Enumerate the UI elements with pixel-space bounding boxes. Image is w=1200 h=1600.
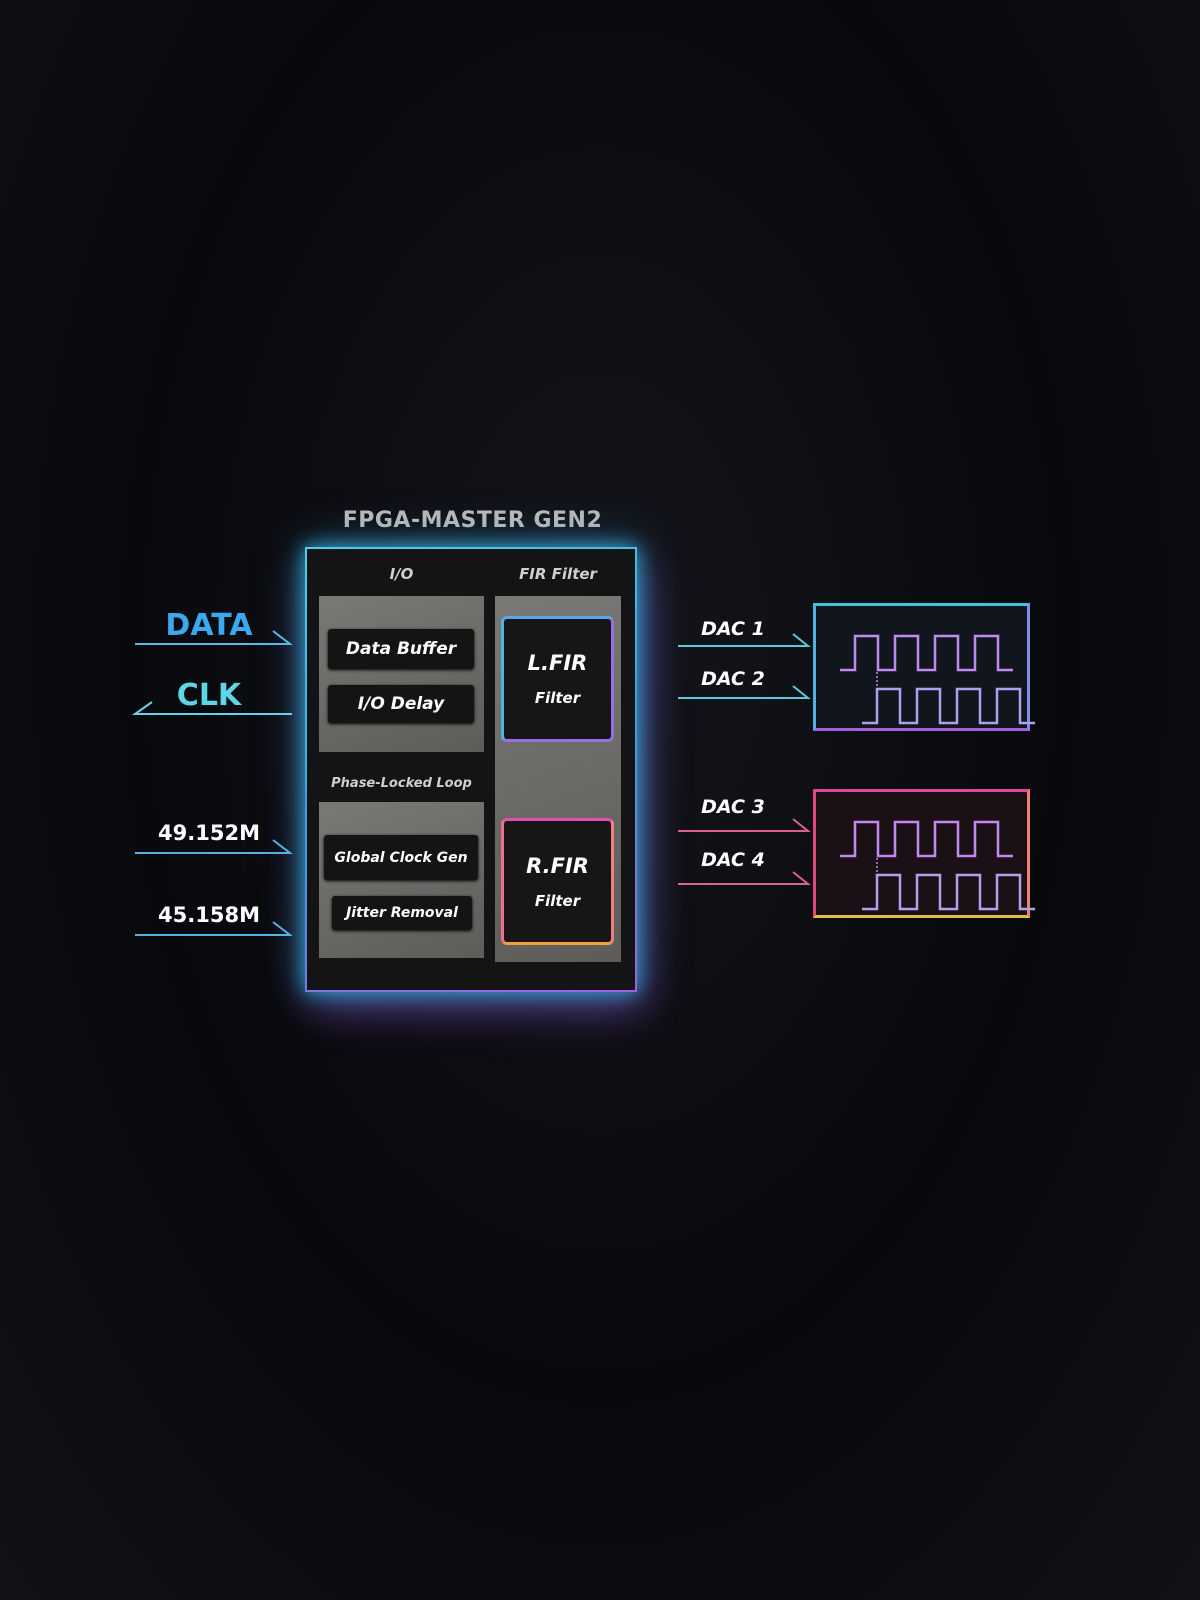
right-fir-name: R.FIR — [526, 853, 589, 878]
dac4-line — [678, 871, 811, 885]
dac3-waveform — [840, 820, 1013, 858]
pll-label: Phase-Locked Loop — [331, 776, 472, 791]
waveform-box-dac34 — [813, 789, 1030, 918]
freq-45-label: 45.158M — [158, 903, 260, 927]
fir-column-label: FIR Filter — [519, 565, 597, 583]
dac1-line — [678, 633, 811, 647]
io-panel — [319, 596, 484, 752]
pll-panel — [319, 802, 484, 958]
freq-49-label: 49.152M — [158, 821, 260, 845]
dac1-label: DAC 1 — [701, 618, 765, 640]
data-buffer-block: Data Buffer — [328, 629, 474, 669]
global-clock-gen-block: Global Clock Gen — [324, 835, 478, 880]
chip-title: FPGA-MASTER GEN2 — [342, 508, 603, 533]
dac3-label: DAC 3 — [701, 796, 765, 818]
clk-line — [131, 701, 292, 715]
left-fir-name: L.FIR — [527, 651, 588, 675]
dac1-waveform — [840, 634, 1013, 672]
waveform-box-dac12 — [813, 603, 1030, 731]
jitter-removal-block: Jitter Removal — [332, 896, 472, 930]
dac2-label: DAC 2 — [701, 668, 765, 690]
dac3-line — [678, 818, 811, 832]
dac4-label: DAC 4 — [701, 849, 765, 871]
left-fir-sub: Filter — [534, 689, 581, 707]
io-column-label: I/O — [389, 565, 414, 583]
data-line — [135, 630, 293, 645]
dac4-waveform — [862, 873, 1035, 911]
dac2-line — [678, 685, 811, 699]
io-delay-block: I/O Delay — [328, 685, 474, 723]
left-fir-block: L.FIR Filter — [501, 616, 614, 742]
dac2-waveform — [862, 687, 1035, 725]
clk-input-label: CLK — [176, 678, 242, 713]
freq-49-line — [135, 839, 293, 854]
right-fir-sub: Filter — [534, 891, 581, 910]
right-fir-block: R.FIR Filter — [501, 818, 614, 945]
data-input-label: DATA — [165, 608, 253, 643]
freq-45-line — [135, 921, 293, 936]
